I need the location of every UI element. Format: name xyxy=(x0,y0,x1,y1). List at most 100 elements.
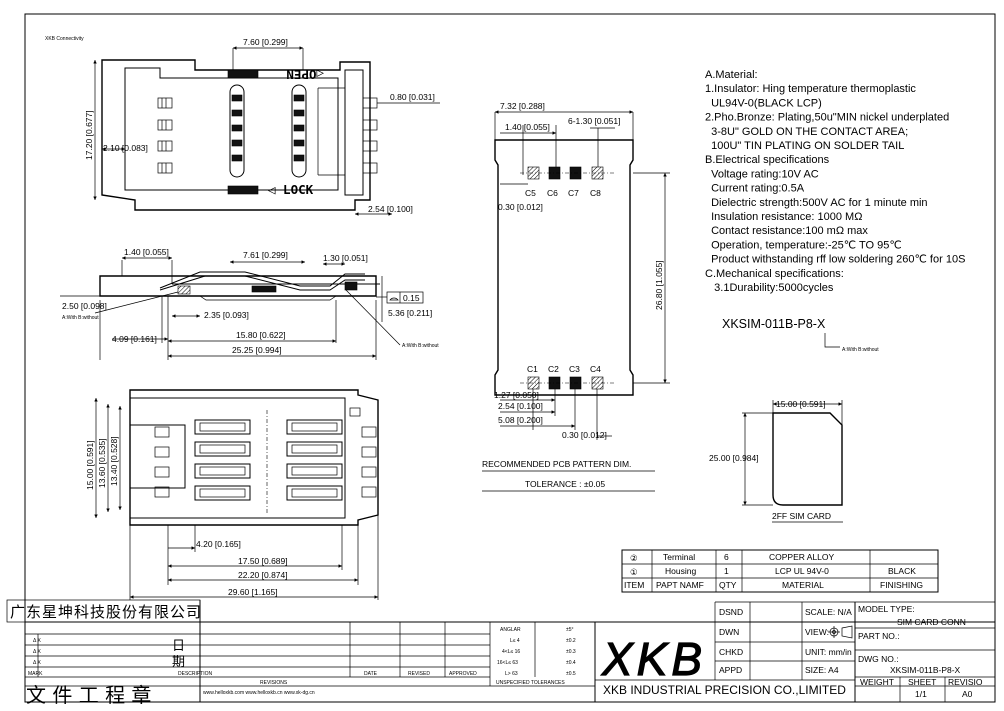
dim-140: 1.40 [0.055] xyxy=(505,122,550,132)
dim-left: 2.10 [0.083] xyxy=(103,143,148,153)
rev-row3: Δ X xyxy=(33,660,41,666)
spec-line: C.Mechanical specifications: xyxy=(705,268,844,280)
spec-line: B.Electrical specifications xyxy=(705,154,830,166)
dim-side-left-top: 1.40 [0.055] xyxy=(124,247,169,257)
tol-row2-range: 4<L≤ 16 xyxy=(502,649,520,655)
spec-line: Dielectric strength:500V AC for 1 minute… xyxy=(705,197,928,209)
tb-size: SIZE: A4 xyxy=(805,665,839,675)
tb-dwn: DWN xyxy=(719,627,739,637)
bom-header-finishing: FINISHING xyxy=(880,580,923,590)
side-view: 1.40 [0.055] 7.61 [0.299] 1.30 [0.051] 2… xyxy=(60,247,439,360)
ab-note-left: A:With B:without xyxy=(62,315,99,321)
dim-pin-width: 0.80 [0.031] xyxy=(390,92,435,102)
spec-line: 1.Insulator: Hing temperature thermoplas… xyxy=(705,83,916,95)
dim-height: 17.20 [0.677] xyxy=(84,110,94,160)
tb-sheet: SHEET xyxy=(908,677,936,687)
bom-row2-qty: 1 xyxy=(724,566,729,576)
title-block: Δ X Δ X Δ X MARK DESCRIPTION REVISIONS D… xyxy=(6,599,995,707)
rev-header-revised: REVISED xyxy=(408,671,430,677)
dim-1580: 15.80 [0.622] xyxy=(236,330,286,340)
dim-side-mid-top: 7.61 [0.299] xyxy=(243,250,288,260)
dim-235: 2.35 [0.093] xyxy=(204,310,249,320)
rev-header-description: DESCRIPTION xyxy=(178,671,213,677)
pad-c1: C1 xyxy=(527,364,538,374)
bottom-left-pins xyxy=(154,426,170,498)
dim-top-width: 7.60 [0.299] xyxy=(243,37,288,47)
bom-row2-material: LCP UL 94V-0 xyxy=(775,566,829,576)
pad-c7: C7 xyxy=(568,188,579,198)
projection-icon xyxy=(828,625,853,639)
sim-card: 15.00 [0.591] 25.00 [0.984] 2FF SIM CARD xyxy=(709,399,843,523)
pad-c3: C3 xyxy=(569,364,580,374)
tol-header-2: ±5° xyxy=(566,627,574,633)
lock-label: ◁ LOCK xyxy=(268,182,314,197)
tb-dsnd: DSND xyxy=(719,607,743,617)
pcb-pads-top xyxy=(520,166,615,180)
tb-revision: REVISIO xyxy=(948,677,983,687)
top-right-pins xyxy=(317,69,378,196)
spec-line: Current rating:0.5A xyxy=(705,183,805,195)
pcb-title: RECOMMENDED PCB PATTERN DIM. xyxy=(482,459,631,469)
tb-scale: SCALE: N/A xyxy=(805,607,852,617)
bottom-right-pins xyxy=(349,407,377,498)
rev-row1: Δ X xyxy=(33,638,41,644)
dim-bottom-15: 15.00 [0.591] xyxy=(85,440,95,490)
stamp-side-1: 日 xyxy=(172,638,185,653)
open-label: ◁OPEN xyxy=(286,67,324,82)
bottom-view: 15.00 [0.591] 13.60 [0.535] 13.40 [0.528… xyxy=(85,389,379,600)
spec-line: 2.Pho.Bronze: Plating,50u"MIN nickel und… xyxy=(705,112,949,124)
tb-dwg-no-label: DWG NO.: xyxy=(858,654,899,664)
spec-line: A.Material: xyxy=(705,69,758,81)
pad-c8: C8 xyxy=(590,188,601,198)
dim-409: 4.09 [0.161] xyxy=(112,334,157,344)
sim-label: 2FF SIM CARD xyxy=(772,511,831,521)
dim-030a: 0.30 [0.012] xyxy=(498,202,543,212)
dim-030b: 0.30 [0.012] xyxy=(562,430,607,440)
spec-line: Product withstanding rff low soldering 2… xyxy=(705,254,965,266)
spec-line: 100U" TIN PLATING ON SOLDER TAIL xyxy=(705,140,904,152)
part-code-note: A:With B:without xyxy=(842,347,879,353)
bom-row1-item: ② xyxy=(630,553,638,563)
stamp-side-2: 期 xyxy=(172,654,185,669)
pad-c6: C6 xyxy=(547,188,558,198)
xkb-logo: XKB xyxy=(601,633,706,685)
tol-row3-range: 16<L≤ 63 xyxy=(497,660,518,666)
rev-header-approved: APPROVED xyxy=(449,671,477,677)
sheet-frame xyxy=(24,13,996,703)
tb-unit: UNIT: mm/in xyxy=(805,647,852,657)
tb-sheet-val: 1/1 xyxy=(915,689,927,699)
bom-row2-finishing: BLACK xyxy=(888,566,916,576)
rev-header-revisions: REVISIONS xyxy=(260,680,288,686)
dim-508: 5.08 [0.200] xyxy=(498,415,543,425)
spec-line: Voltage rating:10V AC xyxy=(705,168,819,180)
dim-side-right-top: 1.30 [0.051] xyxy=(323,253,368,263)
corner-label: XKB Connectivity xyxy=(45,36,84,42)
tb-model-type: SIM CARD CONN xyxy=(897,617,966,627)
bom-table: ② Terminal 6 COPPER ALLOY ① Housing 1 LC… xyxy=(621,549,939,593)
tb-weight: WEIGHT xyxy=(860,677,894,687)
tol-row1-val: ±0.2 xyxy=(566,638,576,644)
spec-line: 3.1Durability:5000cycles xyxy=(705,282,834,294)
tol-row4-range: L> 63 xyxy=(505,671,518,677)
bom-header-item: ITEM xyxy=(624,580,644,590)
bom-header-name: PAPT NAMF xyxy=(656,580,704,590)
tb-rev-val: A0 xyxy=(962,689,973,699)
specifications: A.Material: 1.Insulator: Hing temperature… xyxy=(705,69,965,294)
dim-127: 1.27 [0.050] xyxy=(494,390,539,400)
rev-header-mark: MARK xyxy=(28,671,43,677)
spec-line: Insulation resistance: 1000 MΩ xyxy=(705,211,862,223)
spec-line: Contact resistance:100 mΩ max xyxy=(705,225,868,237)
dim-2525: 25.25 [0.994] xyxy=(232,345,282,355)
tb-part-no-label: PART NO.: xyxy=(858,631,900,641)
bom-row1-material: COPPER ALLOY xyxy=(769,552,835,562)
bom-row1-name: Terminal xyxy=(663,552,695,562)
bom-header-material: MATERIAL xyxy=(782,580,824,590)
sim-dim-w: 15.00 [0.591] xyxy=(776,399,826,409)
dim-420: 4.20 [0.165] xyxy=(196,539,241,549)
top-view: ◁OPEN ◁ LOCK 7.60 [0.299] 17.20 [0.677] … xyxy=(84,37,440,216)
bom-row2-item: ① xyxy=(630,567,638,577)
spec-line: UL94V-0(BLACK LCP) xyxy=(705,97,822,109)
dim-536: 5.36 [0.211] xyxy=(388,308,432,318)
